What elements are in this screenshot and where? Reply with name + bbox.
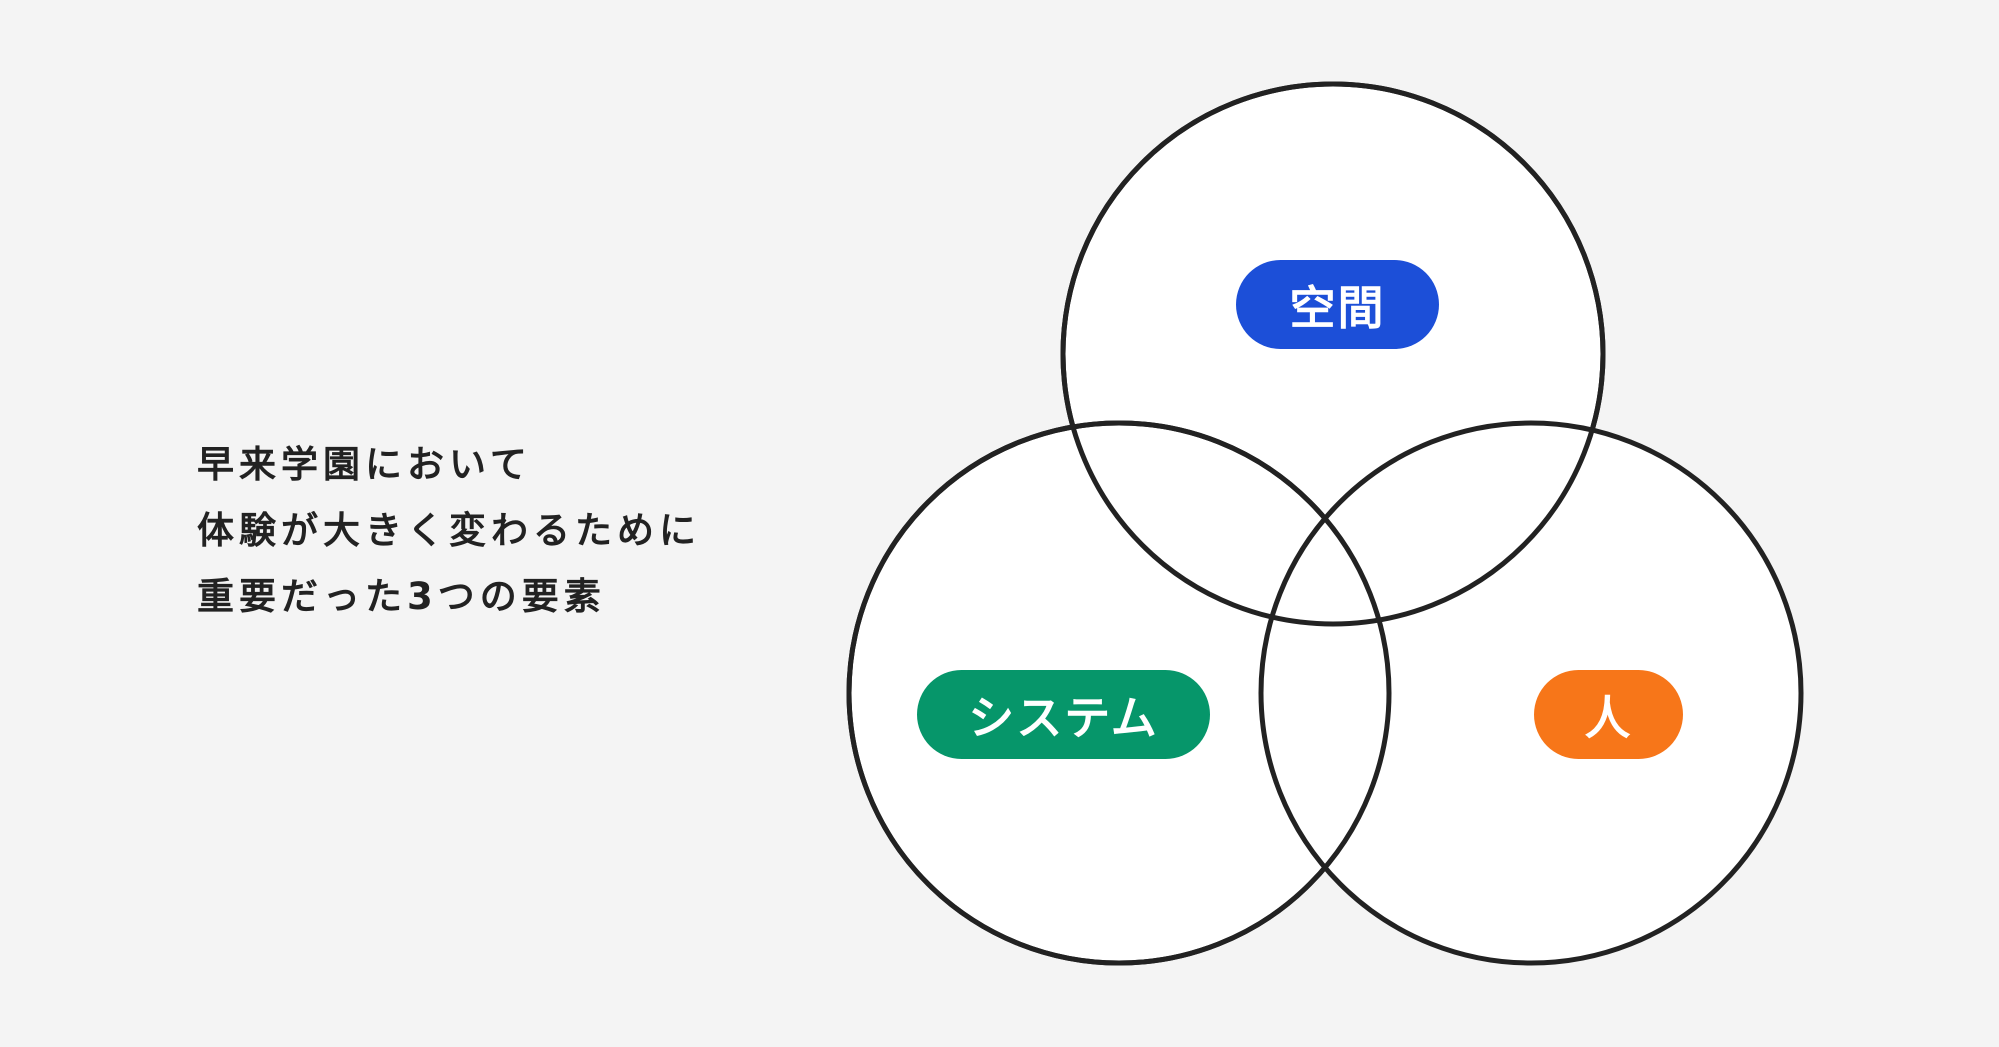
venn-circle-people xyxy=(1258,420,1804,966)
heading-line: 重要だった3つの要素 xyxy=(197,575,606,618)
heading-line: 早来学園において xyxy=(197,443,532,486)
diagram-heading: 早来学園において 体験が大きく変わるために 重要だった3つの要素 xyxy=(197,432,701,630)
label-people: 人 xyxy=(1534,670,1683,759)
venn-circle-space-outline xyxy=(1060,81,1606,627)
label-space: 空間 xyxy=(1236,260,1439,349)
venn-circle-system-outline xyxy=(846,420,1392,966)
heading-line: 体験が大きく変わるために xyxy=(197,509,701,552)
label-system: システム xyxy=(917,670,1210,759)
